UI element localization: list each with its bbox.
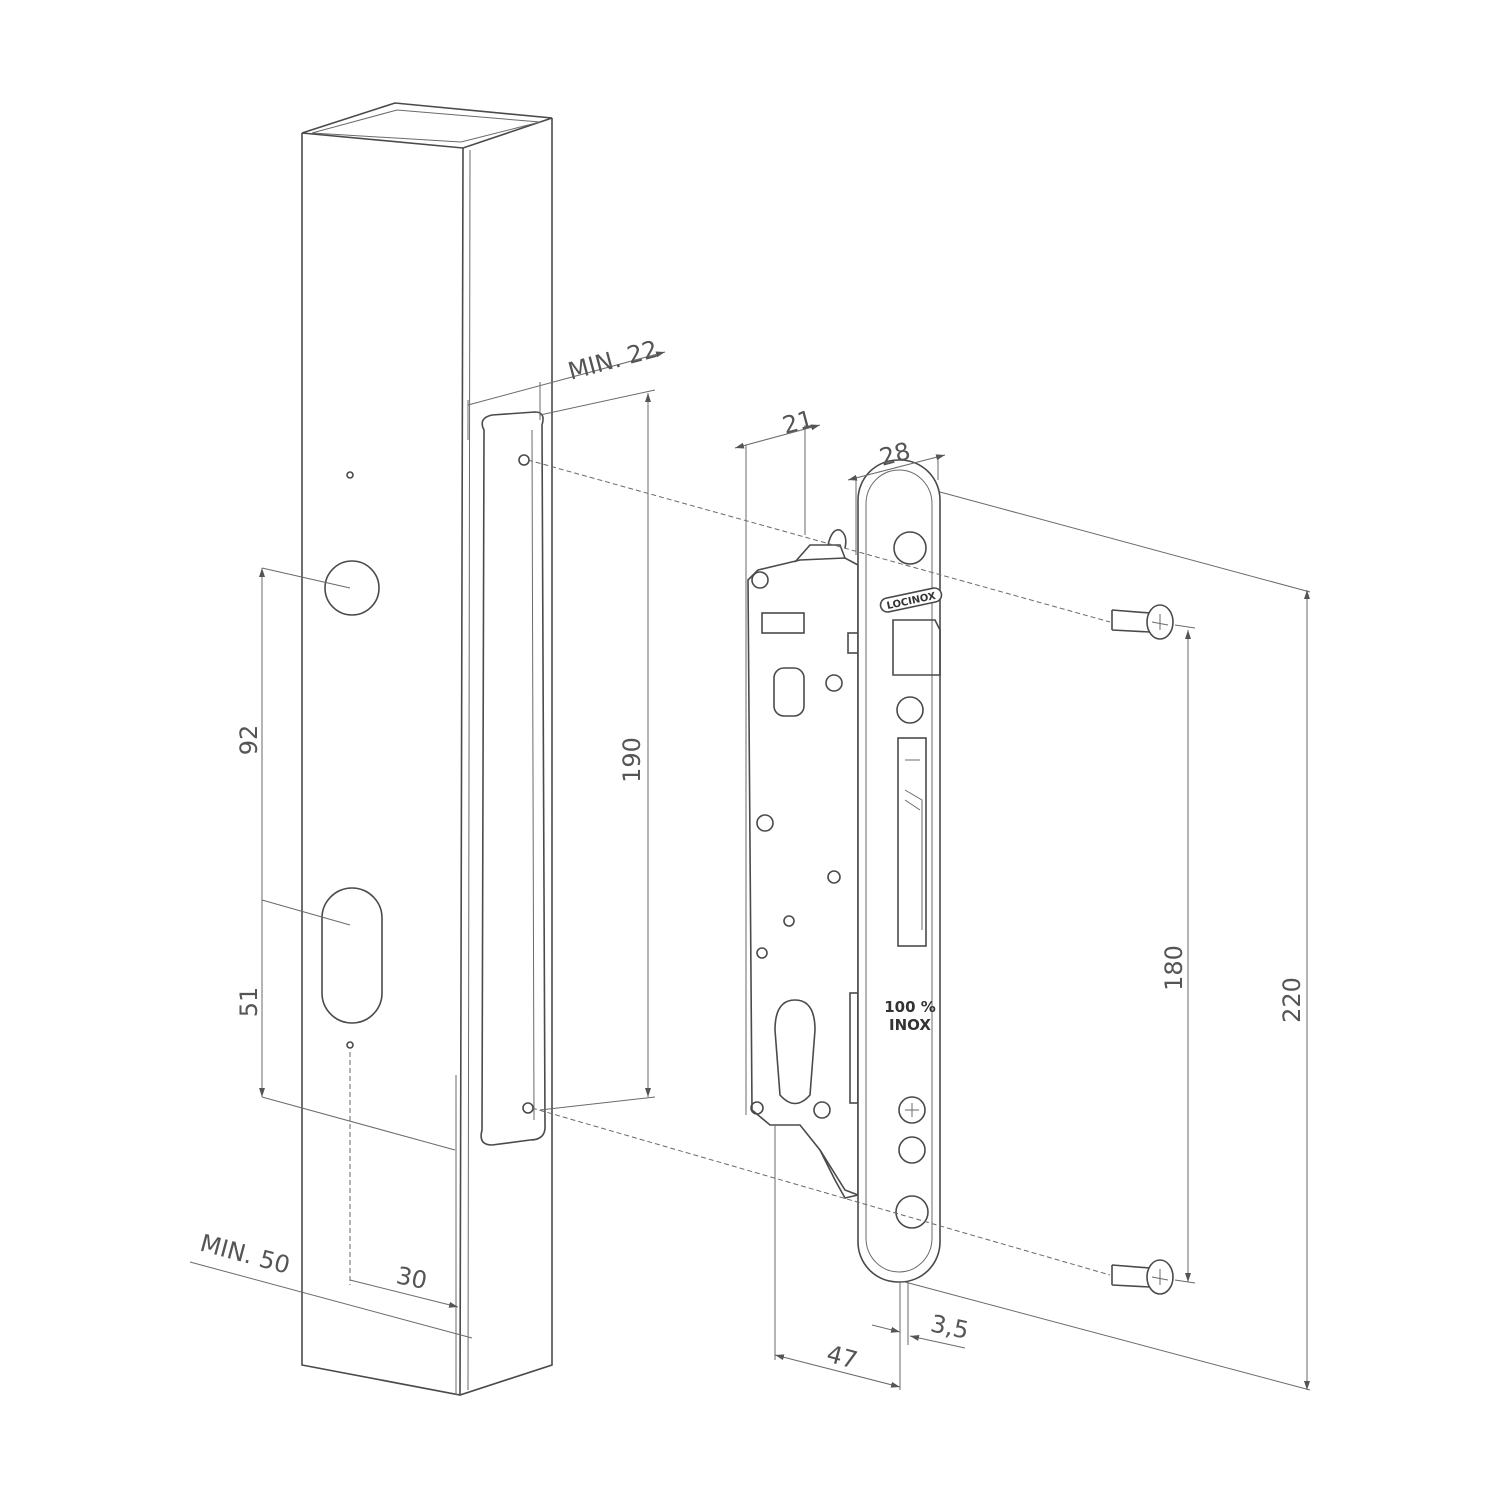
small-hole-bottom [346, 1041, 354, 1049]
screw-bottom [1111, 1259, 1174, 1295]
lock-case [747, 557, 859, 1197]
dim-min-22: MIN. 22 [565, 335, 661, 386]
dim-92: 92 [235, 725, 263, 756]
case-screw [825, 674, 843, 692]
handle-spindle-hole [324, 560, 380, 616]
dim-190: 190 [618, 737, 646, 783]
cylinder-oval-hole [321, 887, 383, 1024]
material-line-2: INOX [889, 1016, 931, 1034]
lock-dimensions: 220 180 21 28 47 3,5 [527, 405, 1311, 1391]
faceplate-screw-hole-top [893, 531, 927, 565]
post-dimensions: 92 51 190 MIN. 22 MIN. 50 30 [189, 335, 666, 1339]
latch-top [794, 544, 846, 563]
case-screw [756, 814, 774, 832]
material-line-1: 100 % [884, 998, 936, 1016]
brand-badge [879, 587, 943, 613]
handle-follower [773, 667, 805, 717]
mount-hole-bottom [522, 1102, 534, 1114]
dim-51: 51 [235, 987, 263, 1018]
dim-21: 21 [780, 405, 817, 440]
cylinder-cutout [774, 999, 816, 1105]
mount-hole-top [518, 454, 530, 466]
faceplate: LOCINOX 100 % INOX [857, 459, 943, 1283]
faceplate-screw [898, 1096, 926, 1124]
screw-top [1111, 604, 1174, 640]
deadbolt [897, 737, 927, 947]
dim-3-5: 3,5 [928, 1310, 971, 1345]
mortise-lock [747, 529, 861, 1199]
dim-220: 220 [1278, 977, 1306, 1023]
side-slot-cutout [480, 411, 546, 1146]
dim-min-50: MIN. 50 [197, 1229, 293, 1280]
faceplate-screw-hole-bottom [895, 1195, 929, 1229]
faceplate-outline [857, 459, 941, 1283]
post-outline [301, 118, 553, 1396]
latch-bolt [892, 619, 941, 676]
small-hole-top [346, 471, 354, 479]
case-slot [761, 612, 805, 634]
dim-180: 180 [1160, 945, 1188, 991]
gate-post [301, 102, 553, 1396]
dim-47: 47 [824, 1340, 861, 1375]
dim-30: 30 [394, 1261, 430, 1295]
